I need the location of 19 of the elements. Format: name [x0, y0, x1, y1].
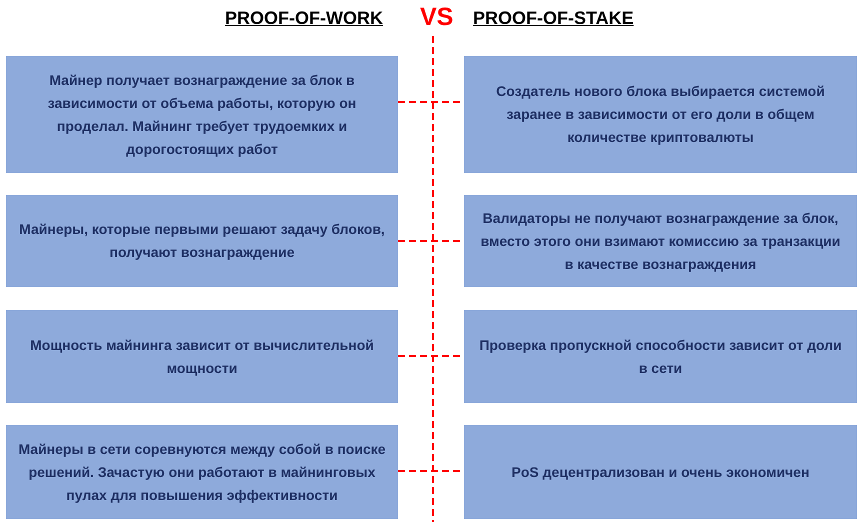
description-card [6, 425, 398, 519]
description-card [464, 56, 857, 173]
description-card [6, 195, 398, 287]
column-heading: PROOF-OF-STAKE [473, 9, 634, 29]
description-card [6, 56, 398, 173]
description-text: PoS децентрализован и очень экономичен [512, 462, 810, 482]
vs-label: VS [420, 4, 454, 32]
description-text: Майнер получает вознаграждение за блок в зависимости от объема работы, которую он проделал. Майнинг требует трудоемких и дорогостоящих работ [46, 70, 358, 159]
description-text: Создатель нового блока выбирается системой заранее в зависимости от его доли в общем количестве криптовалюты [495, 82, 826, 147]
description-text: Проверка пропускной способности зависит от доли в сети [478, 336, 843, 378]
description-text: Валидаторы не получают вознаграждение за блок, вместо этого они взимают комиссию за транзакции в качестве вознаграждения [480, 208, 842, 274]
description-text: Мощность майнинга зависит от вычислительной мощности [29, 336, 375, 378]
column-heading: PROOF-OF-WORK [225, 9, 383, 29]
description-text: Майнеры, которые первыми решают задачу блоков, получают вознаграждение [18, 220, 386, 262]
description-card [464, 425, 857, 519]
description-text: Майнеры в сети соревнуются между собой в поиске решений. Зачастую они работают в майнинговых пулах для повышения эффективности [18, 440, 386, 505]
description-card [464, 310, 857, 403]
description-card [6, 310, 398, 403]
description-card [464, 195, 857, 287]
